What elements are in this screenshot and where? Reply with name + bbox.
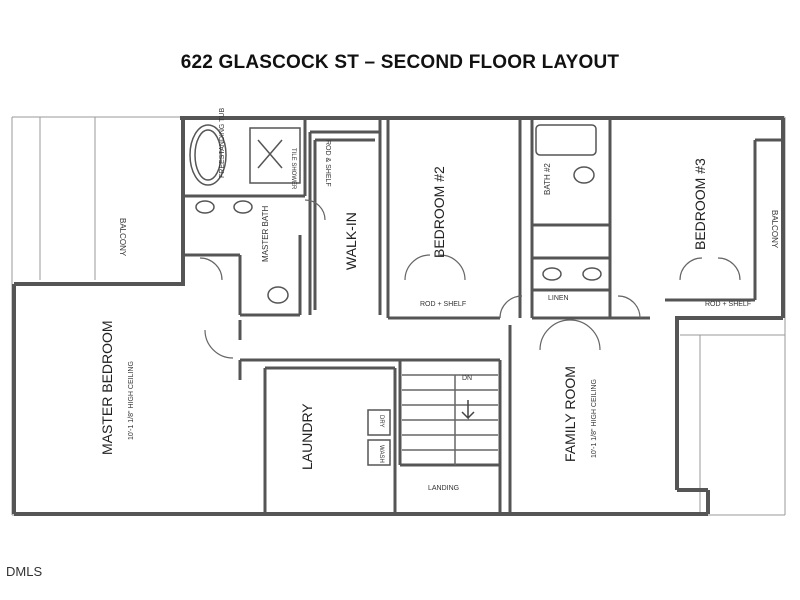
exterior-walls [12,116,785,516]
bath-2-label: BATH #2 [543,163,552,195]
bedroom-3-rod-note: ROD + SHELF [705,301,751,308]
fixtures [189,124,602,466]
dryer-icon [367,409,391,436]
tub-note: FREESTANDING TUB [219,108,226,178]
door-swing [539,319,571,351]
doors [199,199,741,359]
door-swing [304,199,326,221]
bath2-sink-icon [542,267,562,281]
bedroom-2-label: BEDROOM #2 [431,166,447,258]
door-swing [617,295,641,319]
balcony-right-label: BALCONY [770,210,779,249]
stair-arrow-icon [461,400,475,420]
laundry-label: LAUNDRY [299,403,315,470]
master-bedroom-label: MASTER BEDROOM [99,320,115,455]
walk-in-label: WALK-IN [343,212,359,270]
linen-label: LINEN [548,295,569,302]
shower-icon [249,127,301,184]
door-swing [569,319,601,351]
bedroom-3-label: BEDROOM #3 [692,158,708,250]
master-ceiling-note: 10'-1 1/8" HIGH CEILING [128,361,135,440]
stair-treads [402,374,498,465]
sink-icon [195,200,215,214]
master-bath-label: MASTER BATH [261,205,270,262]
sink-icon-2 [233,200,253,214]
bedroom-2-rod-note: ROD + SHELF [420,301,466,308]
toilet-icon [267,286,289,304]
stair-dn-label: DN [462,375,472,382]
bathtub-icon [189,124,227,186]
page-title: 622 GLASCOCK ST – SECOND FLOOR LAYOUT [180,52,620,73]
door-swing [499,295,523,319]
door-swing [199,257,223,281]
washer-icon [367,439,391,466]
door-swing [404,254,431,281]
door-swing [679,257,703,281]
washer-label: WASH [378,445,384,463]
family-ceiling-note: 10'-1 1/8" HIGH CEILING [591,379,598,458]
walk-in-rod-note: ROD & SHELF [324,140,331,187]
interior-walls [183,118,783,514]
dryer-label: DRY [378,415,384,428]
shower-note: TILE SHOWER [290,148,296,190]
door-swing [717,257,741,281]
family-room-label: FAMILY ROOM [562,366,578,462]
bath2-sink-icon-2 [582,267,602,281]
bath2-tub-icon [535,124,597,156]
mls-watermark: DMLS [6,564,43,579]
balcony-left-label: BALCONY [118,218,127,257]
bath2-toilet-icon [573,166,595,184]
door-swing [204,329,234,359]
landing-label: LANDING [428,485,459,492]
door-swing [439,254,466,281]
